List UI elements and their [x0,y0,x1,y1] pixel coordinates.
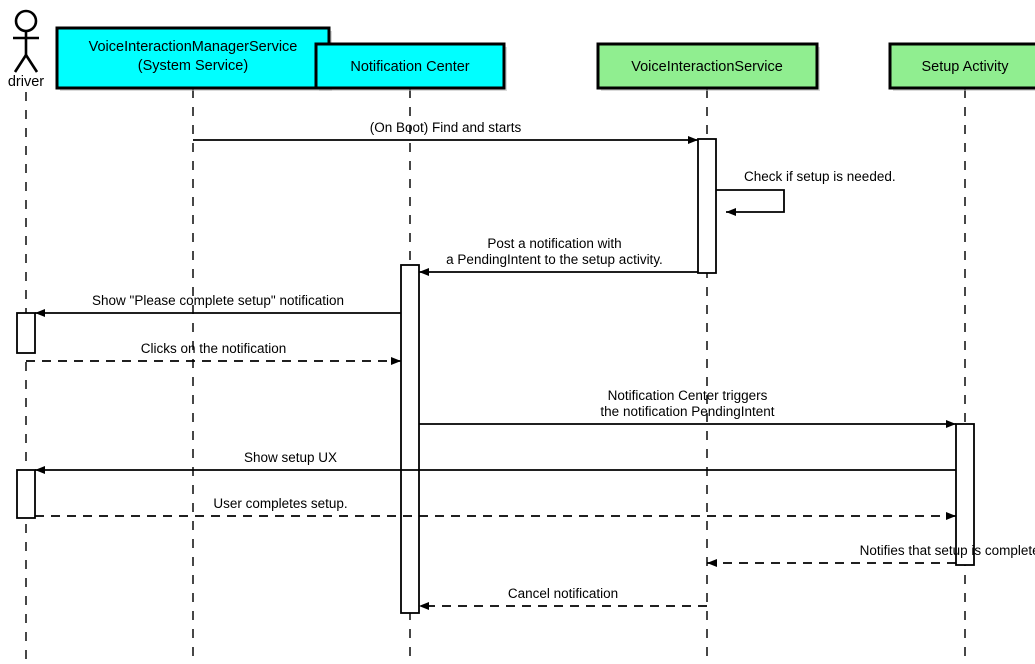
message-m7: Show setup UX [35,450,956,474]
message-m5: Clicks on the notification [26,341,401,365]
activation-bar-driver [16,312,36,354]
message-m10: Cancel notification [419,586,707,610]
message-label: Notifies that setup is complete. [860,543,1035,558]
message-m9: Notifies that setup is complete. [707,543,1035,567]
actor-label-driver: driver [8,74,44,90]
message-label: Show setup UX [244,450,337,465]
self-message-path [716,189,785,216]
participant-label-line1: Notification Center [350,59,469,75]
message-m8: User completes setup. [35,496,956,520]
activation-bar-setup [955,423,975,566]
participant-label-line1: Setup Activity [921,59,1009,75]
message-label-line2: a PendingIntent to the setup activity. [446,252,663,267]
message-label: User completes setup. [213,496,347,511]
message-m2: Check if setup is needed. [716,169,896,216]
message-label: (On Boot) Find and starts [370,120,522,135]
participant-label-line1: VoiceInteractionManagerService [89,39,298,55]
actor-driver: driver [8,9,44,90]
participant-box-notif[interactable]: Notification Center [314,42,507,91]
actor-head-icon [14,9,38,33]
message-label-line2: the notification PendingIntent [600,404,774,419]
participant-box-rect[interactable] [55,26,331,90]
participant-box-setup[interactable]: Setup Activity [888,42,1035,91]
actor-leg-left [13,54,28,73]
message-label-line1: Post a notification with [487,236,621,251]
participant-box-rect[interactable] [314,42,506,90]
message-label: Clicks on the notification [141,341,287,356]
participant-heads-layer: driver VoiceInteractionManagerService (Sys… [8,9,1035,91]
activation-bar-driver [16,469,36,519]
activation-bar-vis [697,138,717,274]
message-label: Show "Please complete setup" notificatio… [92,293,344,308]
activations-layer [16,138,975,614]
message-m1: (On Boot) Find and starts [193,120,698,144]
message-label: Cancel notification [508,586,618,601]
message-m4: Show "Please complete setup" notificatio… [35,293,401,317]
participant-label-line1: VoiceInteractionService [631,59,783,75]
actor-leg-right [24,54,39,73]
message-label: Check if setup is needed. [744,169,896,184]
activation-bar-notif [400,264,420,614]
participant-box-rect[interactable] [596,42,819,90]
participant-box-rect[interactable] [888,42,1035,90]
participant-box-vims[interactable]: VoiceInteractionManagerService (System Se… [55,26,332,91]
message-label-line1: Notification Center triggers [608,388,768,403]
participant-box-vis[interactable]: VoiceInteractionService [596,42,820,91]
participant-label-line2: (System Service) [138,58,248,74]
